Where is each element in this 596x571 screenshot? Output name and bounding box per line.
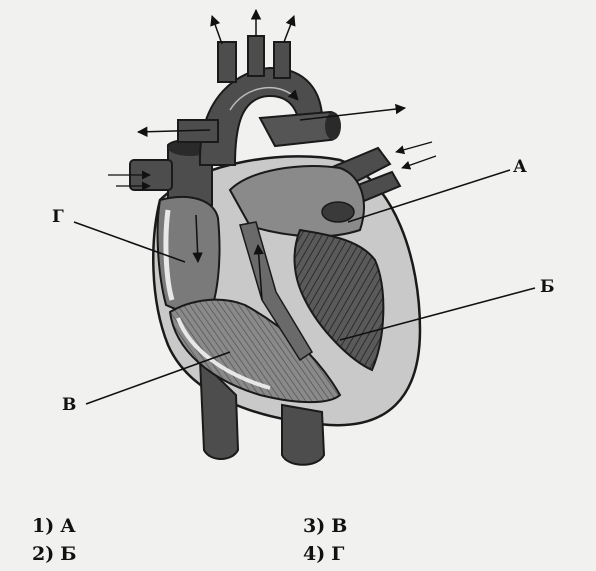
- label-a: А: [513, 157, 527, 177]
- inflow-arrow-right-2: [402, 156, 436, 168]
- label-v: В: [62, 395, 76, 415]
- mitral-valve: [322, 202, 354, 222]
- label-b: Б: [540, 277, 555, 297]
- descending-aorta: [282, 405, 324, 465]
- left-subclavian-artery: [274, 42, 290, 78]
- left-carotid-artery: [248, 36, 264, 76]
- inflow-arrow-right-1: [396, 142, 432, 152]
- flow-arrow-up-3: [284, 16, 294, 42]
- brachiocephalic-trunk: [218, 42, 236, 82]
- flow-arrow-up-1: [212, 16, 222, 44]
- label-g: Г: [52, 207, 64, 227]
